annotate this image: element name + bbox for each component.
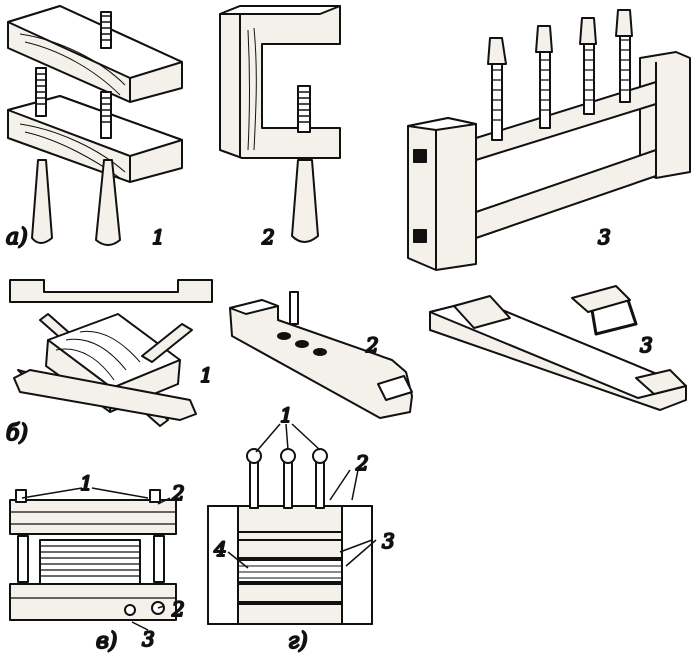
label-v1: 1	[80, 471, 93, 495]
handscrew-clamp-a1	[7, 5, 183, 246]
bar-clamp-b3	[429, 285, 687, 411]
profile-bar	[9, 279, 213, 303]
veneer-press-v	[9, 489, 177, 621]
label-g3: 3	[382, 529, 395, 553]
label-b1: 1	[200, 363, 213, 387]
label-a2: 2	[261, 225, 275, 249]
label-g2: 2	[355, 451, 369, 475]
label-a1: 1	[152, 225, 165, 249]
section-b-label: б)	[6, 421, 28, 446]
multi-screw-press-a3	[407, 9, 691, 271]
section-a-label: а)	[6, 225, 28, 250]
label-b2: 2	[365, 333, 379, 357]
label-v2b: 2	[171, 597, 185, 621]
section-v-label: в)	[96, 629, 117, 654]
bar-clamp-b2	[229, 291, 413, 419]
label-g4: 4	[213, 537, 227, 561]
wedge-clamp-b1	[13, 313, 197, 427]
leader-lines	[21, 423, 377, 631]
label-v3: 3	[142, 627, 155, 651]
c-clamp-a2	[219, 5, 341, 243]
label-a3: 3	[598, 225, 611, 249]
section-g-label: г)	[288, 629, 308, 654]
label-v2a: 2	[171, 481, 185, 505]
label-b3: 3	[640, 333, 653, 357]
label-g1: 1	[280, 403, 293, 427]
